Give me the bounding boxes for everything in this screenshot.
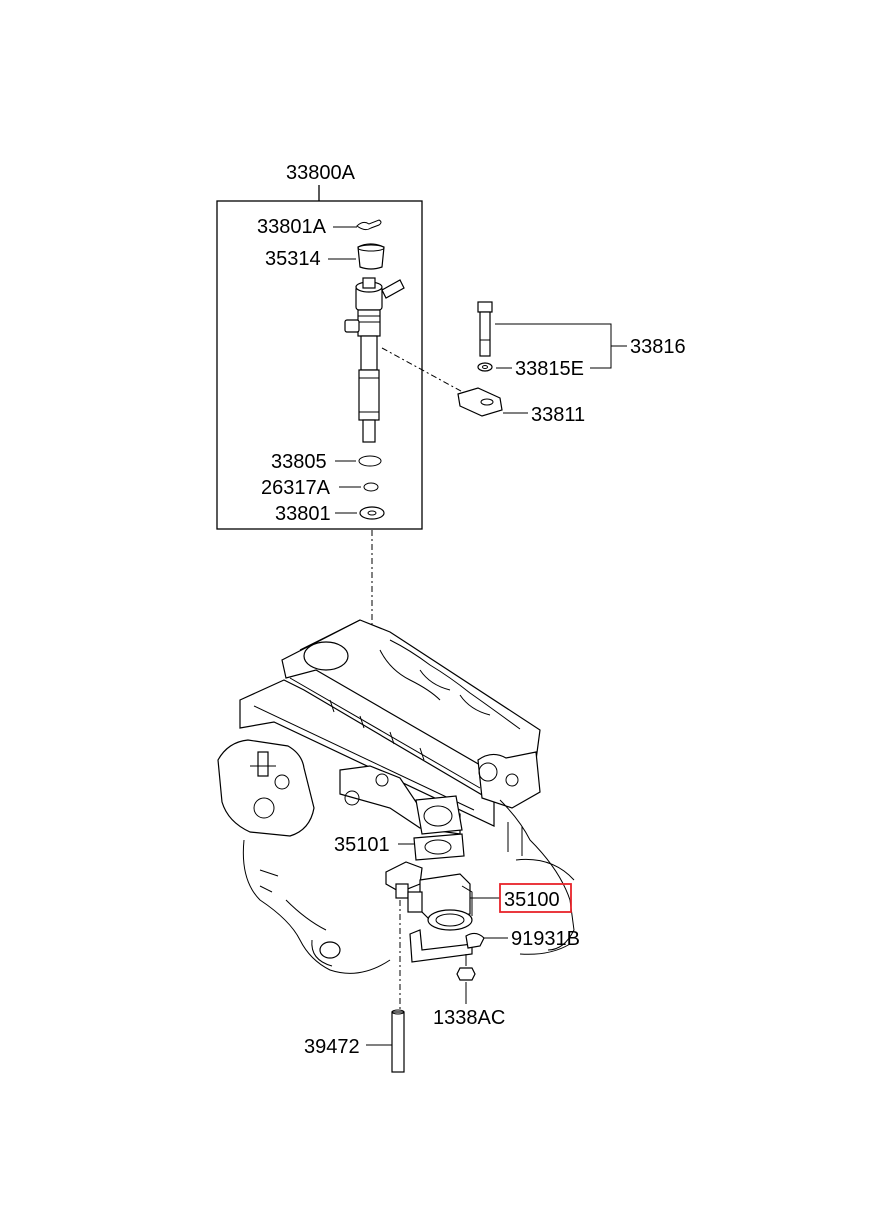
clamp-part-icon (457, 387, 503, 417)
injector-part-icon (344, 277, 405, 443)
label-33800A[interactable]: 33800A (286, 162, 356, 184)
gasket-part-icon (413, 833, 465, 861)
label-33801[interactable]: 33801 (275, 503, 331, 525)
label-26317A[interactable]: 26317A (261, 477, 331, 499)
nut-part-icon (456, 954, 476, 981)
bracket-part-icon (409, 929, 485, 963)
washer-33801-icon (359, 506, 385, 520)
bolt-part-icon (477, 301, 493, 357)
label-33816[interactable]: 33816 (630, 336, 686, 358)
throttle-body-part-icon (407, 873, 473, 931)
clip-part-icon (356, 219, 382, 231)
rod-part-icon (391, 1009, 405, 1073)
washer-33815E-icon (477, 362, 493, 372)
label-33801A[interactable]: 33801A (257, 216, 327, 238)
label-35100[interactable]: 35100 (504, 889, 560, 911)
label-33805[interactable]: 33805 (271, 451, 327, 473)
engine-block-illustration (217, 619, 575, 974)
oring-26317A-icon (363, 482, 379, 492)
label-35314[interactable]: 35314 (265, 248, 321, 270)
label-33815E[interactable]: 33815E (515, 358, 584, 380)
label-91931B[interactable]: 91931B (511, 928, 580, 950)
actuator-part-icon (385, 861, 423, 1012)
label-33811[interactable]: 33811 (531, 404, 585, 426)
highlight-box-35100 (499, 883, 572, 913)
label-35101[interactable]: 35101 (334, 834, 390, 856)
label-1338AC[interactable]: 1338AC (433, 1007, 505, 1029)
label-39472[interactable]: 39472 (304, 1036, 360, 1058)
sleeve-part-icon (357, 243, 385, 270)
oring-33805-icon (358, 455, 382, 467)
